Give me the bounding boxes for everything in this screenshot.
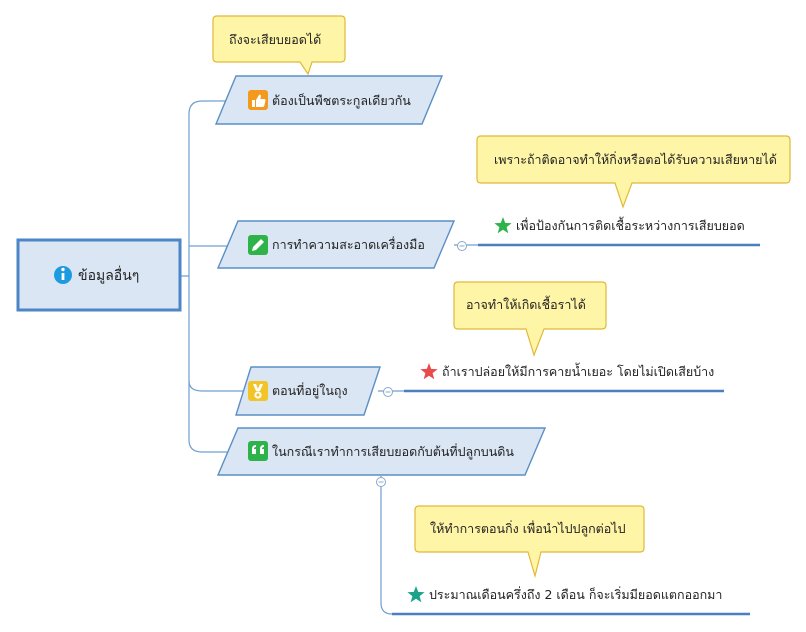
child-label-4: ประมาณเดือนครึ่งถึง 2 เดือน ก็จะเริ่มมีย… bbox=[429, 586, 722, 602]
collapse-toggle-2[interactable] bbox=[457, 241, 467, 251]
root-node[interactable]: ข้อมูลอื่นๆ bbox=[16, 238, 182, 312]
star-icon bbox=[407, 586, 425, 603]
thumbs-up-icon bbox=[248, 90, 268, 110]
pencil-icon bbox=[248, 235, 268, 255]
child-label-3: ถ้าเราปล่อยให้มีการคายน้ำเยอะ โดยไม่เปิด… bbox=[442, 362, 714, 379]
callout-1: ถึงจะเสียบยอดได้ bbox=[212, 15, 346, 76]
star-icon bbox=[494, 217, 512, 234]
callout-3: อาจทำให้เกิดเชื้อราได้ bbox=[453, 281, 607, 357]
branch-label-4: ในกรณีเราทำการเสียบยอดกับต้นที่ปลูกบนดิน bbox=[272, 443, 514, 460]
callout-text-2: เพราะถ้าติดอาจทำให้กิ่งหรือตอได้รับความเ… bbox=[494, 151, 777, 167]
child-node-4[interactable]: ประมาณเดือนครึ่งถึง 2 เดือน ก็จะเริ่มมีย… bbox=[392, 586, 750, 616]
branch-label-3: ตอนที่อยู่ในถุง bbox=[272, 382, 348, 399]
callout-text-4: ให้ทำการตอนกิ่ง เพื่อนำไปปลูกต่อไป bbox=[430, 520, 626, 537]
callout-text-3: อาจทำให้เกิดเชื้อราได้ bbox=[466, 295, 586, 312]
root-label: ข้อมูลอื่นๆ bbox=[78, 266, 139, 284]
callout-4: ให้ทำการตอนกิ่ง เพื่อนำไปปลูกต่อไป bbox=[414, 505, 645, 579]
child-node-3[interactable]: ถ้าเราปล่อยให้มีการคายน้ำเยอะ โดยไม่เปิด… bbox=[404, 362, 724, 393]
medal-icon bbox=[248, 381, 268, 401]
star-icon bbox=[420, 363, 438, 380]
child-label-2: เพื่อป้องกันการติดเชื้อระหว่างการเสียบยอ… bbox=[516, 216, 745, 233]
branch-node-3[interactable]: ตอนที่อยู่ในถุง bbox=[235, 366, 381, 416]
collapse-toggle-3[interactable] bbox=[383, 387, 393, 397]
info-icon bbox=[54, 266, 72, 284]
branch-node-4[interactable]: ในกรณีเราทำการเสียบยอดกับต้นที่ปลูกบนดิน bbox=[216, 427, 547, 476]
branch-label-1: ต้องเป็นพืชตระกูลเดียวกัน bbox=[272, 93, 411, 109]
branch-label-2: การทำความสะอาดเครื่องมือ bbox=[272, 236, 425, 252]
collapse-toggle-4[interactable] bbox=[376, 477, 386, 487]
child-node-2[interactable]: เพื่อป้องกันการติดเชื้อระหว่างการเสียบยอ… bbox=[478, 216, 760, 247]
branch-node-2[interactable]: การทำความสะอาดเครื่องมือ bbox=[216, 220, 456, 269]
quote-icon bbox=[248, 441, 268, 461]
callout-2: เพราะถ้าติดอาจทำให้กิ่งหรือตอได้รับความเ… bbox=[476, 135, 791, 209]
branch-node-1[interactable]: ต้องเป็นพืชตระกูลเดียวกัน bbox=[214, 75, 444, 125]
callout-text-1: ถึงจะเสียบยอดได้ bbox=[229, 32, 321, 47]
